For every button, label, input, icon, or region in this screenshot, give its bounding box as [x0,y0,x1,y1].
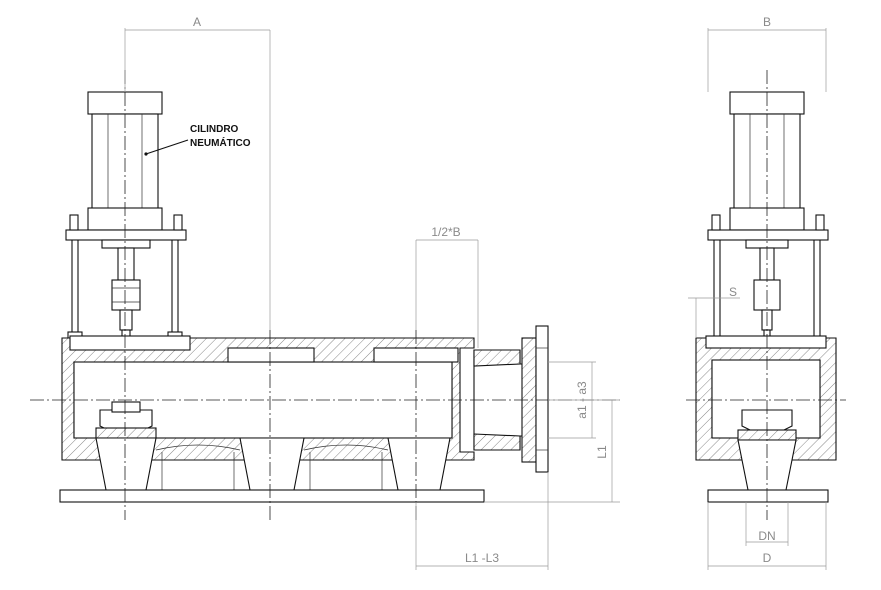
dim-d-label: D [763,551,772,565]
side-tie-rods [713,240,821,336]
side-base [707,439,829,503]
dim-a-label: A [193,15,201,29]
dim-a1-a3-label: a1 - a3 [575,381,589,419]
callout-leader-dot [144,152,148,156]
callout-line-2: NEUMÁTICO [190,136,251,149]
dim-l1-l3-label: L1 -L3 [465,551,499,565]
pneumatic-cylinder [65,91,187,241]
side-view [686,28,846,570]
front-view [30,28,620,570]
side-cylinder [707,91,829,241]
dim-dn-label: DN [758,529,775,543]
outlet-flange [473,325,549,473]
side-body [695,335,837,461]
dim-b-label: B [763,15,771,29]
dim-l1-label: L1 [595,445,609,459]
base-frame [59,437,485,503]
dim-s-label: S [729,285,737,299]
tie-rods [67,240,183,339]
dim-half-b-label: 1/2*B [431,225,460,239]
callout-line-1: CILINDRO [190,124,239,135]
